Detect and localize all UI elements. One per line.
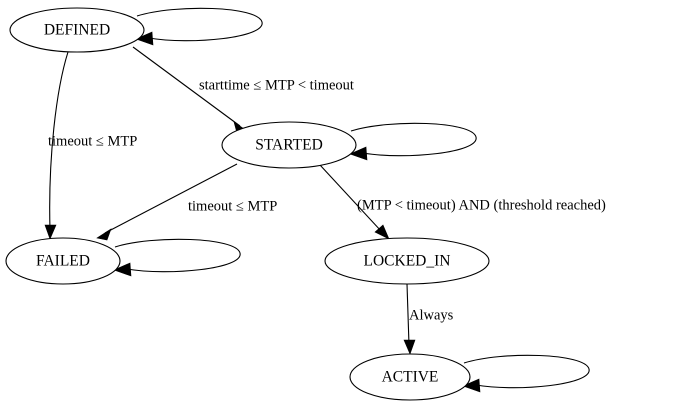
defined-to-failed-arrowhead <box>44 224 57 240</box>
edge-label-started-to-locked-in: (MTP < timeout) AND (threshold reached) <box>357 197 606 213</box>
node-started-label: STARTED <box>255 137 323 154</box>
node-defined-label: DEFINED <box>44 22 110 39</box>
node-locked-in-label: LOCKED_IN <box>364 253 451 270</box>
started-to-failed-path <box>104 163 238 234</box>
defined-to-started-path <box>132 46 241 127</box>
node-started-ellipse[interactable] <box>221 121 357 169</box>
node-defined[interactable]: DEFINED <box>9 7 145 53</box>
edge-active-self-loop <box>462 354 590 393</box>
edge-started-self-loop <box>349 122 477 161</box>
active-self-loop-path <box>463 354 590 389</box>
started-to-locked-in-path <box>319 164 383 233</box>
started-self-loop-path <box>350 122 477 157</box>
node-active-ellipse[interactable] <box>349 353 471 401</box>
edge-started-to-locked-in <box>319 164 390 240</box>
node-active[interactable]: ACTIVE <box>349 353 471 401</box>
failed-self-loop-path <box>114 238 241 273</box>
locked-in-to-active-arrowhead <box>403 339 416 355</box>
started-to-locked-in-arrowhead <box>374 224 390 240</box>
locked-in-to-active-path <box>406 283 410 346</box>
active-self-loop-arrowhead <box>462 378 481 393</box>
edge-defined-to-failed <box>44 51 69 240</box>
edge-locked-in-to-active <box>403 283 416 355</box>
defined-self-loop-arrowhead <box>135 31 154 46</box>
edge-failed-self-loop <box>113 238 241 277</box>
defined-self-loop-path <box>136 7 263 42</box>
started-to-failed-arrowhead <box>96 228 112 241</box>
edge-defined-self-loop <box>135 7 263 46</box>
edge-label-locked-in-to-active: Always <box>409 307 454 323</box>
started-self-loop-arrowhead <box>349 146 368 161</box>
node-failed-ellipse[interactable] <box>5 237 121 285</box>
node-defined-ellipse[interactable] <box>9 7 145 53</box>
edge-label-started-to-failed: timeout ≤ MTP <box>188 198 277 214</box>
edge-label-defined-to-failed: timeout ≤ MTP <box>48 133 137 149</box>
node-active-label: ACTIVE <box>382 369 439 386</box>
edge-started-to-failed <box>96 163 238 241</box>
defined-to-failed-path <box>49 51 69 231</box>
node-started[interactable]: STARTED <box>221 121 357 169</box>
node-failed-label: FAILED <box>36 253 90 270</box>
node-locked-in-ellipse[interactable] <box>324 237 490 285</box>
node-locked-in[interactable]: LOCKED_IN <box>324 237 490 285</box>
node-failed[interactable]: FAILED <box>5 237 121 285</box>
edge-label-defined-to-started: starttime ≤ MTP < timeout <box>199 77 354 93</box>
failed-self-loop-arrowhead <box>113 262 132 277</box>
